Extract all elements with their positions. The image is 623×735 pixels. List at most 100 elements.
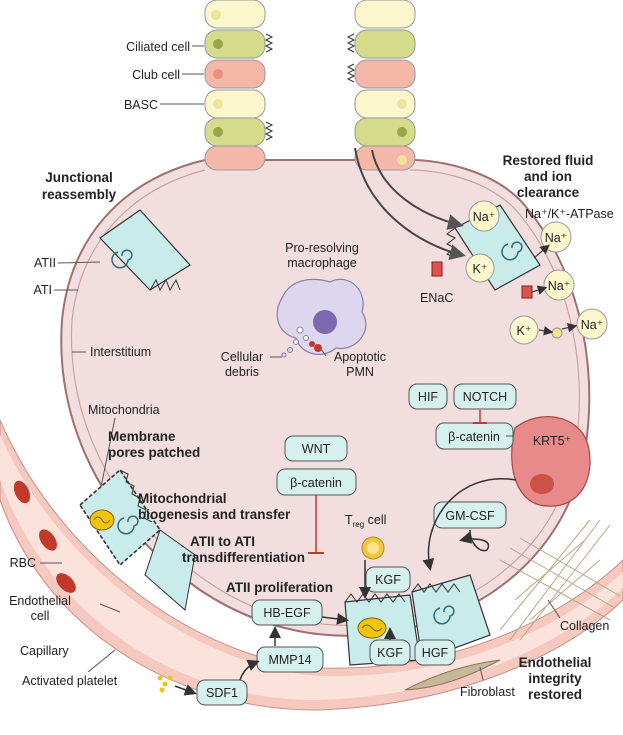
cilia	[264, 33, 274, 53]
cilia	[264, 121, 274, 141]
lamellar-body-spiral	[117, 515, 139, 535]
svg-text:HB-EGF: HB-EGF	[263, 606, 311, 620]
factor-hif: HIF	[408, 383, 448, 410]
na-k-atpase	[521, 285, 533, 299]
treg-label: Treg cell	[345, 513, 386, 529]
factor-mmp14: MMP14	[256, 646, 324, 673]
ion-na-1: Na⁺	[468, 200, 500, 232]
label-collagen: Collagen	[560, 619, 609, 633]
macrophage-nucleus	[313, 310, 337, 334]
apoptotic-pmn	[314, 344, 322, 352]
krt5-cell	[511, 416, 591, 507]
factor-wnt: WNT	[284, 435, 348, 462]
club-cell	[204, 145, 266, 171]
svg-text:HIF: HIF	[418, 390, 439, 404]
label-mitochondria: Mitochondria	[88, 403, 160, 417]
arrow-basc-to-atii-2	[354, 147, 466, 260]
svg-text:WNT: WNT	[302, 442, 331, 456]
ion-label: Na⁺	[581, 318, 604, 332]
pro-resolving-macrophage	[276, 278, 367, 358]
label-rbc: RBC	[10, 556, 36, 570]
label-interstitium: Interstitium	[90, 345, 151, 359]
ion-k-2: K⁺	[509, 315, 539, 345]
ion-na-3: Na⁺	[543, 269, 575, 301]
factor-hgf: HGF	[414, 639, 456, 666]
label-fibroblast: Fibroblast	[460, 685, 515, 699]
rbc	[56, 573, 76, 593]
lamellar-body-spiral	[111, 249, 133, 269]
ion-label: Na⁺	[545, 231, 568, 245]
atii-cell-patched	[78, 468, 196, 611]
factor-kgf-bottom: KGF	[369, 639, 411, 666]
lamellar-body-spiral	[433, 605, 455, 625]
svg-text:HGF: HGF	[422, 646, 449, 660]
svg-text:KGF: KGF	[375, 573, 401, 587]
ion-na-4: Na⁺	[576, 308, 608, 340]
label-basc: BASC	[124, 98, 158, 112]
svg-text:MMP14: MMP14	[268, 653, 311, 667]
apoptotic-pmn	[309, 341, 315, 347]
label-atpase: Na⁺/K⁺-ATPase	[525, 207, 614, 221]
factor-gm-csf: GM-CSF	[433, 501, 507, 529]
svg-text:GM-CSF: GM-CSF	[445, 509, 495, 523]
airway-left	[204, 0, 274, 171]
krt5-nucleus	[530, 474, 554, 494]
rbc	[39, 529, 57, 551]
treg-cell	[361, 536, 385, 560]
factor-beta-catenin-2: β-catenin	[435, 422, 514, 450]
atii-cell-junctional	[99, 209, 191, 292]
svg-text:β-catenin: β-catenin	[448, 430, 500, 444]
debris-particle	[281, 352, 287, 358]
cilia	[346, 33, 356, 53]
factor-sdf1: SDF1	[196, 679, 248, 706]
factor-kgf-top: KGF	[365, 566, 411, 593]
ion-label: K⁺	[517, 324, 532, 338]
basc-cell	[204, 0, 266, 29]
airway-right	[346, 0, 416, 171]
label-activated-platelet: Activated platelet	[22, 674, 118, 688]
cilia	[346, 63, 356, 83]
ion-label: K⁺	[473, 262, 488, 276]
factor-hb-egf: HB-EGF	[251, 599, 323, 626]
club-cell	[204, 59, 266, 89]
svg-text:β-catenin: β-catenin	[290, 476, 342, 490]
rbc	[13, 480, 31, 504]
svg-text:KGF: KGF	[377, 646, 403, 660]
arrow-basc-to-atii-1	[371, 149, 464, 230]
factor-notch: NOTCH	[453, 383, 517, 410]
label-enac: ENaC	[420, 291, 453, 305]
label-club-cell: Club cell	[132, 68, 180, 82]
label-ciliated-cell: Ciliated cell	[126, 40, 190, 54]
arrow-krt5-to-atii	[422, 478, 517, 571]
activated-platelets	[157, 675, 173, 693]
label-ati: ATI	[33, 283, 52, 297]
collagen-mesh	[499, 519, 621, 641]
label-atii: ATII	[34, 256, 56, 270]
factor-beta-catenin: β-catenin	[276, 468, 357, 496]
krt5-label: KRT5⁺	[533, 434, 571, 448]
heading-atii-proliferation: ATII proliferation	[226, 580, 333, 595]
lamellar-body-spiral	[501, 241, 523, 261]
ciliated-cell	[204, 29, 266, 59]
svg-text:SDF1: SDF1	[206, 686, 238, 700]
arrow-gm-csf-loop	[459, 529, 490, 552]
fibroblast	[404, 659, 501, 691]
rbc-group	[13, 480, 76, 593]
capillary-lumen	[0, 435, 623, 701]
enac-channel	[431, 261, 443, 277]
debris-particle	[287, 347, 293, 353]
label-capillary: Capillary	[20, 644, 69, 658]
atpase-pump	[551, 327, 563, 339]
